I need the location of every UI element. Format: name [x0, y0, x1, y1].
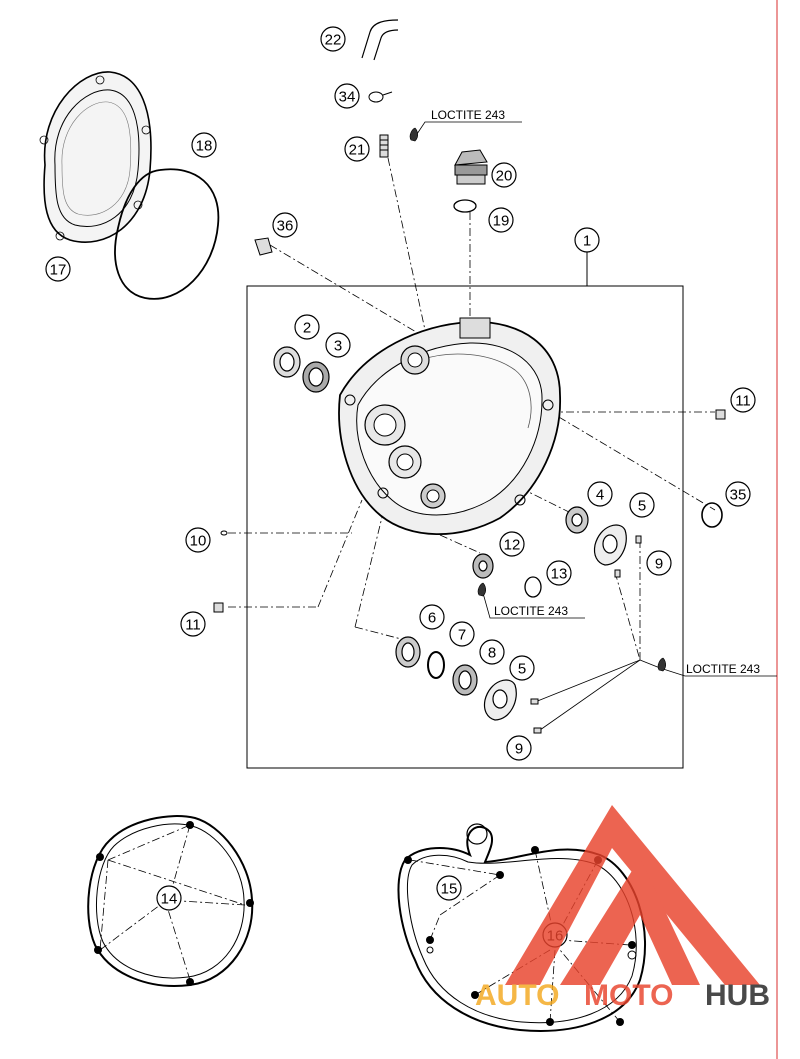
- callout-9-lower: 9: [515, 741, 523, 758]
- callout-5-lower: 5: [518, 661, 526, 678]
- logo-hub: HUB: [705, 979, 770, 1012]
- plug-oring: [453, 199, 477, 213]
- callout-8: 8: [488, 645, 496, 662]
- loctite-note-top: LOCTITE 243: [431, 108, 505, 122]
- callout-circles: [45, 26, 756, 948]
- hose-part: [361, 19, 399, 61]
- callout-20: 20: [496, 168, 513, 185]
- seal-6: [395, 636, 421, 668]
- plug-12: [472, 553, 494, 579]
- callout-18: 18: [196, 138, 213, 155]
- clutch-cover-housing: [338, 317, 561, 536]
- cover-gasket: [114, 168, 220, 300]
- cover-plate-lower: [483, 679, 517, 721]
- logo-moto: MOTO: [584, 979, 673, 1012]
- loctite-leaders: [414, 121, 777, 731]
- small-bracket: [254, 237, 273, 256]
- seal-8: [452, 664, 478, 696]
- callout-22: 22: [325, 32, 342, 49]
- callout-1: 1: [583, 233, 591, 250]
- seal-3: [302, 361, 330, 393]
- callout-11-left: 11: [185, 617, 201, 634]
- logo-auto: AUTO: [475, 979, 559, 1012]
- callout-12: 12: [504, 537, 521, 554]
- callout-3: 3: [334, 338, 342, 355]
- small-fasteners: [213, 409, 726, 734]
- callout-15: 15: [441, 881, 458, 898]
- loctite-note-mid: LOCTITE 243: [494, 604, 568, 618]
- callout-4: 4: [596, 487, 604, 504]
- callout-2: 2: [303, 320, 311, 337]
- oring-35: [701, 502, 723, 528]
- callout-14: 14: [161, 891, 178, 908]
- callout-34: 34: [339, 89, 356, 106]
- outer-clutch-cover: [39, 71, 152, 243]
- gasket-14-holes: [94, 821, 254, 986]
- callout-19: 19: [493, 213, 510, 230]
- loctite-drops: [409, 127, 667, 672]
- callout-13: 13: [551, 566, 568, 583]
- callout-5-upper: 5: [638, 498, 646, 515]
- oil-filler-plug: [454, 149, 488, 185]
- callout-9-upper: 9: [655, 556, 663, 573]
- seal-2: [273, 346, 301, 378]
- callout-17: 17: [50, 262, 67, 279]
- callout-11-right: 11: [735, 393, 751, 410]
- breather-nipple: [379, 134, 389, 158]
- callout-21: 21: [349, 142, 366, 159]
- callout-10: 10: [190, 533, 207, 550]
- oring-13: [524, 576, 542, 598]
- callout-7: 7: [458, 627, 466, 644]
- assembly-frame: [246, 285, 684, 769]
- automotohub-watermark: AUTO MOTO HUB: [475, 805, 770, 1012]
- callout-35: 35: [730, 487, 747, 504]
- loctite-note-right: LOCTITE 243: [686, 662, 760, 676]
- cover-plate-upper: [593, 524, 627, 566]
- hose-clamp: [368, 91, 393, 103]
- callout-6: 6: [428, 610, 436, 627]
- circlip-7: [427, 651, 445, 679]
- callout-36: 36: [277, 218, 294, 235]
- bearing: [565, 506, 589, 534]
